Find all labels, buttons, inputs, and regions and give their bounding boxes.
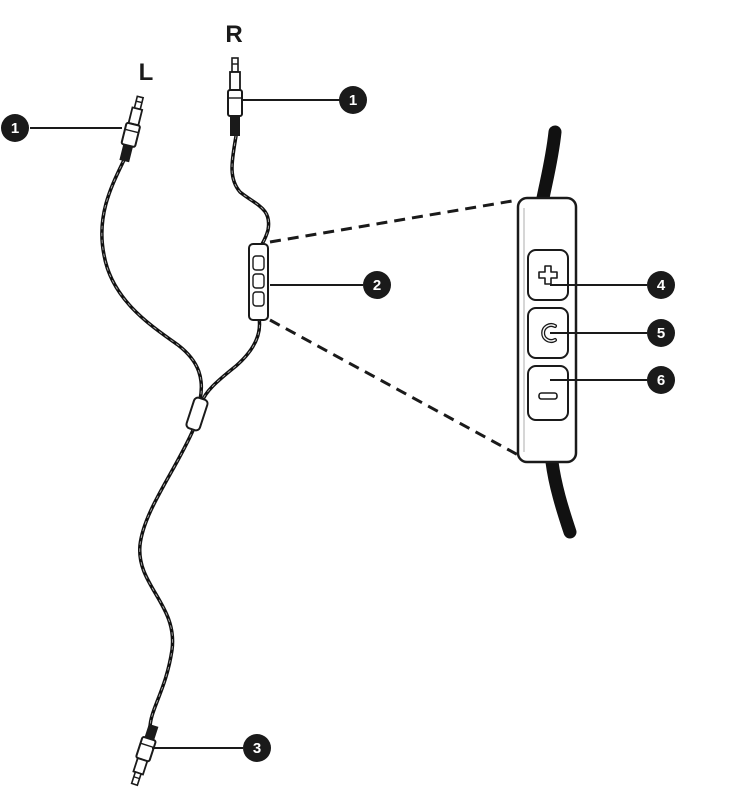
left-cable — [100, 158, 204, 402]
callout-1-left: 1 — [1, 114, 29, 142]
main-plug — [130, 723, 159, 787]
callout-6: 6 — [647, 366, 675, 394]
svg-text:3: 3 — [253, 740, 261, 757]
svg-text:6: 6 — [657, 372, 665, 389]
volume-down-button[interactable] — [527, 365, 569, 421]
callout-2: 2 — [363, 271, 391, 299]
callout-5: 5 — [647, 319, 675, 347]
callout-leaders — [30, 99, 647, 749]
right-side-label: R — [225, 21, 242, 48]
y-splitter — [185, 396, 209, 432]
right-cable-upper — [230, 134, 271, 250]
zoom-line-bottom — [269, 318, 521, 458]
left-side-label: L — [139, 59, 154, 86]
right-plug — [227, 57, 243, 136]
zoom-guide-lines — [269, 198, 521, 458]
right-cable-lower — [200, 316, 262, 404]
phone-icon — [541, 323, 557, 343]
left-plug — [119, 95, 145, 163]
callout-4: 4 — [647, 271, 675, 299]
svg-text:2: 2 — [373, 277, 381, 294]
callout-3: 3 — [243, 734, 271, 762]
zoom-cable-top — [535, 125, 562, 210]
svg-text:1: 1 — [11, 120, 19, 137]
callout-1-right: 1 — [339, 86, 367, 114]
svg-text:1: 1 — [349, 92, 357, 109]
volume-up-button[interactable] — [527, 249, 569, 301]
cable-assembly — [100, 134, 271, 730]
svg-text:4: 4 — [657, 277, 666, 294]
inline-remote — [248, 243, 269, 321]
main-cable — [138, 426, 196, 730]
multifunction-button[interactable] — [527, 307, 569, 359]
minus-icon — [538, 392, 558, 400]
zoom-line-top — [269, 198, 519, 244]
svg-text:5: 5 — [657, 325, 665, 342]
zoom-cable-bottom — [545, 455, 577, 539]
